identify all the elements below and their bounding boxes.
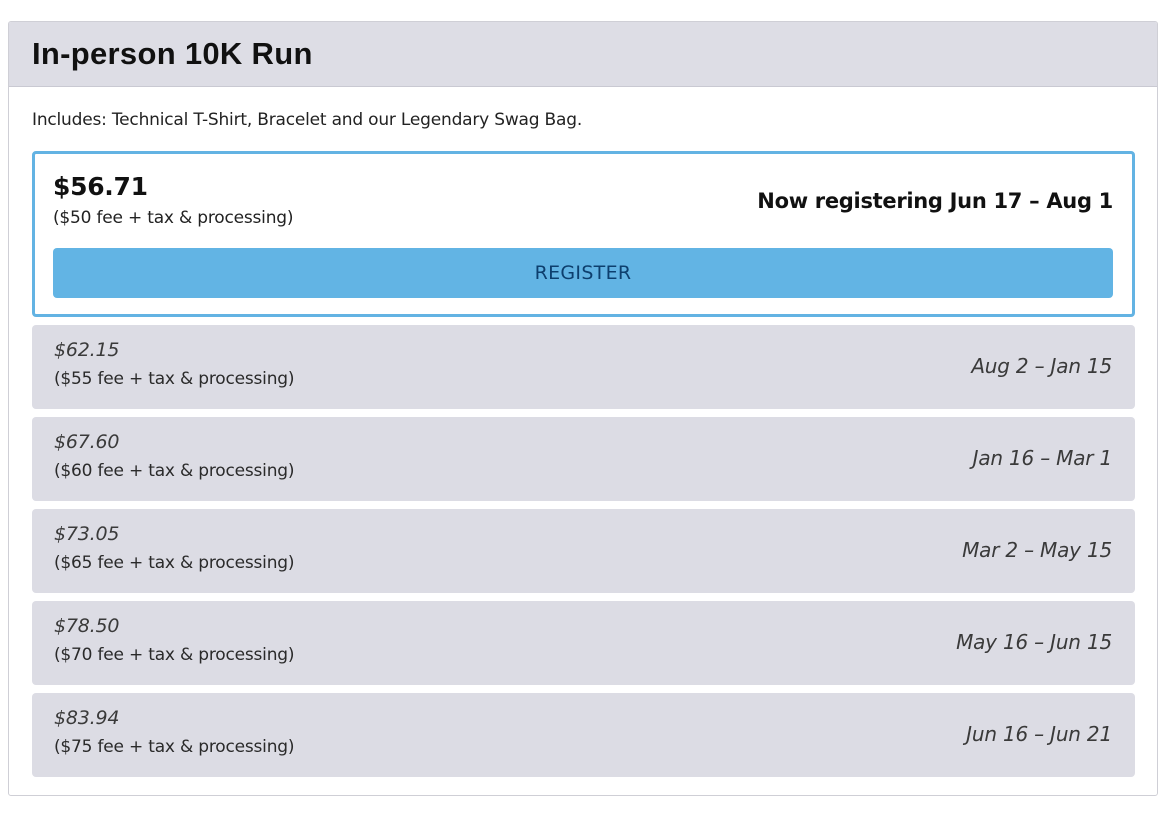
tier-dates: Jun 16 – Jun 21 [966,722,1112,746]
includes-text: Includes: Technical T-Shirt, Bracelet an… [32,110,583,130]
tier-fee: ($70 fee + tax & processing) [54,645,295,665]
tier-row: $62.15 ($55 fee + tax & processing) Aug … [32,325,1135,409]
tier-pricing: $83.94 ($75 fee + tax & processing) [54,705,294,758]
tier-price: $62.15 [54,339,120,361]
tier-fee: ($60 fee + tax & processing) [54,461,295,481]
tier-fee: ($55 fee + tax & processing) [54,369,295,389]
current-price: $56.71 [53,172,148,201]
current-tier: $56.71 ($50 fee + tax & processing) Now … [32,151,1135,317]
tier-row: $83.94 ($75 fee + tax & processing) Jun … [32,693,1135,777]
tier-row: $73.05 ($65 fee + tax & processing) Mar … [32,509,1135,593]
tier-dates: Jan 16 – Mar 1 [972,446,1113,470]
tier-fee: ($75 fee + tax & processing) [54,737,295,757]
tier-fee: ($65 fee + tax & processing) [54,553,295,573]
tier-row: $78.50 ($70 fee + tax & processing) May … [32,601,1135,685]
tier-pricing: $67.60 ($60 fee + tax & processing) [54,429,294,482]
future-tiers-list: $62.15 ($55 fee + tax & processing) Aug … [32,325,1135,777]
current-tier-info: $56.71 ($50 fee + tax & processing) Now … [53,172,1113,248]
tier-price: $83.94 [54,707,120,729]
tier-pricing: $62.15 ($55 fee + tax & processing) [54,337,294,390]
tier-dates: Mar 2 – May 15 [962,538,1112,562]
current-tier-pricing: $56.71 ($50 fee + tax & processing) [53,172,293,229]
tier-dates: Aug 2 – Jan 15 [971,354,1112,378]
register-button[interactable]: REGISTER [53,248,1113,298]
card-body: Includes: Technical T-Shirt, Bracelet an… [9,87,1157,777]
tier-price: $67.60 [54,431,120,453]
event-title: In-person 10K Run [32,36,313,71]
tier-row: $67.60 ($60 fee + tax & processing) Jan … [32,417,1135,501]
current-fee: ($50 fee + tax & processing) [53,208,294,228]
current-registration-dates: Now registering Jun 17 – Aug 1 [757,189,1113,213]
tier-pricing: $73.05 ($65 fee + tax & processing) [54,521,294,574]
tier-price: $78.50 [54,615,120,637]
event-card: In-person 10K Run Includes: Technical T-… [8,21,1158,796]
card-header: In-person 10K Run [9,22,1157,87]
tier-price: $73.05 [54,523,120,545]
tier-pricing: $78.50 ($70 fee + tax & processing) [54,613,294,666]
tier-dates: May 16 – Jun 15 [956,630,1112,654]
